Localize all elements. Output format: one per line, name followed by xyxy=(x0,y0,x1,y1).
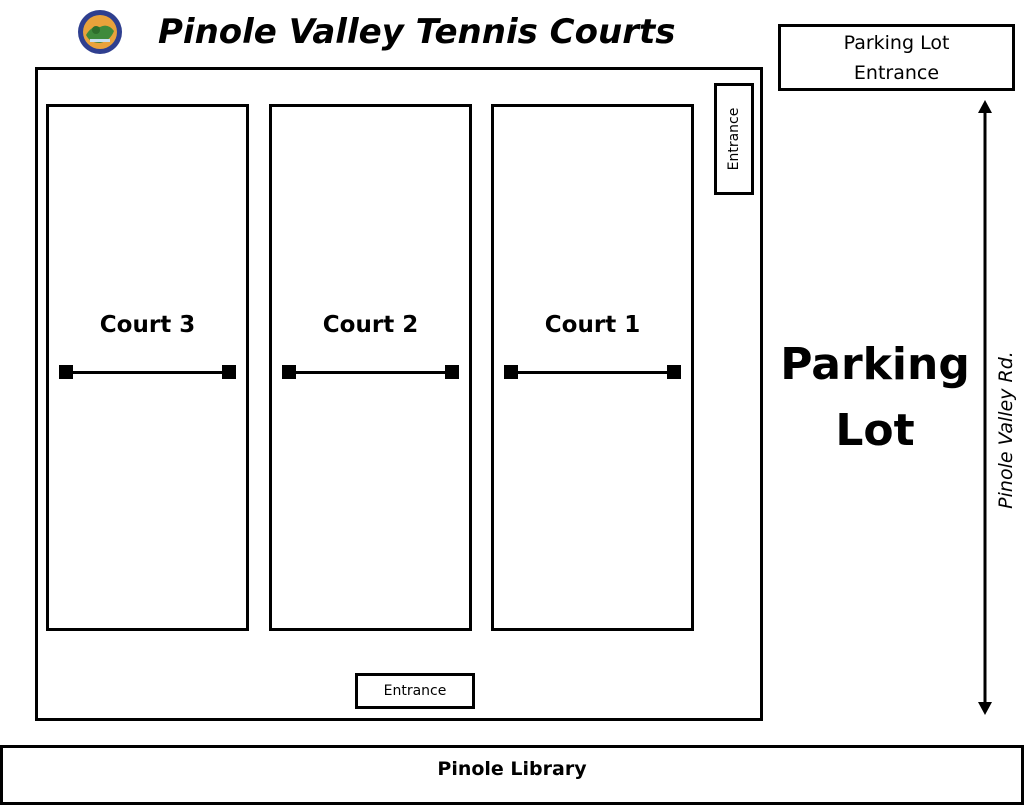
city-seal-logo xyxy=(78,10,122,54)
parking-lot-line2: Lot xyxy=(835,405,915,456)
net-line xyxy=(65,371,230,374)
parking-lot-label: Parking Lot xyxy=(775,332,975,464)
library-label: Pinole Library xyxy=(437,758,587,780)
parking-lot-entrance: Parking Lot Entrance xyxy=(778,24,1015,91)
court-3-label: Court 3 xyxy=(99,312,196,338)
map-title: Pinole Valley Tennis Courts xyxy=(158,12,676,52)
court-2-label: Court 2 xyxy=(322,312,419,338)
court-1-net xyxy=(502,365,683,381)
court-3: Court 3 xyxy=(46,104,249,631)
bottom-entrance: Entrance xyxy=(355,673,475,709)
net-line xyxy=(510,371,675,374)
net-post xyxy=(445,365,459,379)
net-post xyxy=(282,365,296,379)
pinole-library: Pinole Library xyxy=(0,745,1024,805)
net-post xyxy=(667,365,681,379)
arrow-up-icon xyxy=(978,100,992,113)
side-entrance: Entrance xyxy=(714,83,754,195)
court-1-label: Court 1 xyxy=(544,312,641,338)
court-1: Court 1 xyxy=(491,104,694,631)
court-3-net xyxy=(57,365,238,381)
road-double-arrow xyxy=(978,100,992,715)
net-post xyxy=(222,365,236,379)
tennis-complex-boundary xyxy=(35,67,763,721)
side-entrance-label: Entrance xyxy=(726,107,742,171)
net-post xyxy=(59,365,73,379)
net-post xyxy=(504,365,518,379)
road-label: Pinole Valley Rd. xyxy=(995,351,1017,509)
parking-lot-line1: Parking xyxy=(780,339,970,390)
arrow-down-icon xyxy=(978,702,992,715)
parking-entrance-line1: Parking Lot xyxy=(843,32,950,54)
parking-entrance-line2: Entrance xyxy=(853,62,940,84)
net-line xyxy=(288,371,453,374)
court-2: Court 2 xyxy=(269,104,472,631)
court-2-net xyxy=(280,365,461,381)
